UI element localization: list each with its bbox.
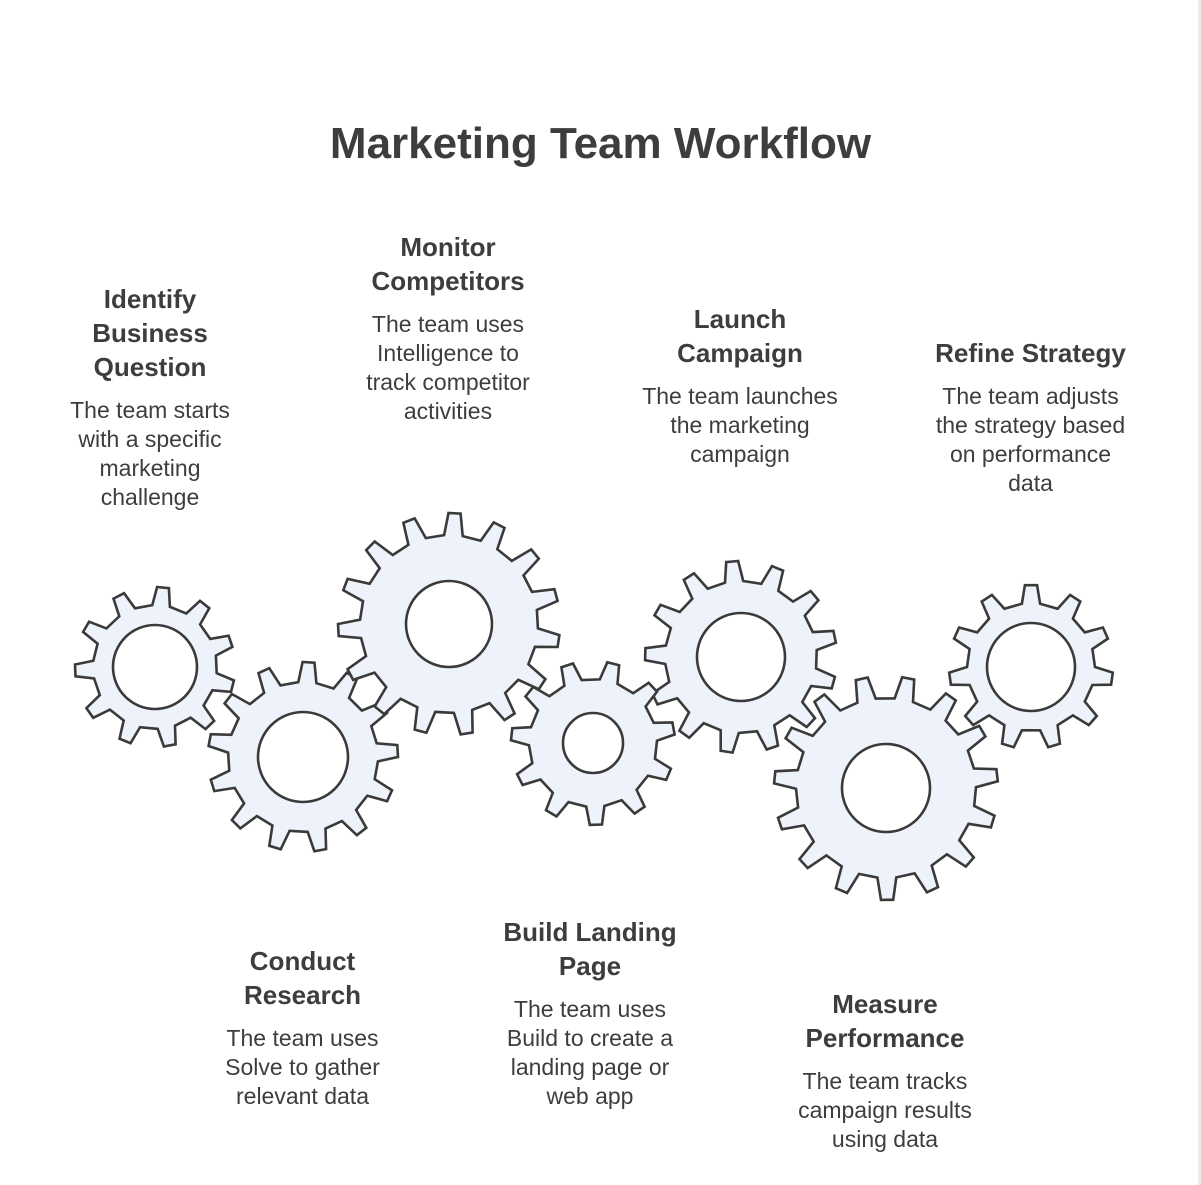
step-desc-line: relevant data — [236, 1083, 369, 1109]
step-description: The team uses Build to create a landing … — [470, 995, 710, 1111]
step-desc-line: campaign — [690, 441, 790, 467]
step-description: The team uses Intelligence to track comp… — [330, 310, 566, 426]
gear-hole — [695, 611, 787, 703]
step-build-landing-page: Build Landing Page The team uses Build t… — [470, 915, 710, 1111]
step-title-line: Business — [92, 318, 208, 348]
step-title-line: Launch — [693, 304, 787, 334]
step-title-line: Question — [93, 352, 207, 382]
page-edge — [1198, 0, 1201, 1185]
step-desc-line: track competitor — [366, 369, 530, 395]
step-title: Monitor Competitors — [330, 230, 566, 298]
step-desc-line: The team uses — [371, 311, 525, 337]
step-title: Launch Campaign — [620, 302, 860, 370]
step-desc-line: with a specific — [78, 426, 222, 452]
step-desc-line: landing page or — [510, 1054, 670, 1080]
step-title: Conduct Research — [190, 944, 415, 1012]
gear-hole — [111, 623, 199, 711]
gear-competitor-icon — [336, 511, 561, 736]
step-description: The team tracks campaign results using d… — [765, 1067, 1005, 1154]
gear-campaign-icon — [643, 559, 838, 755]
step-title-line: Measure — [832, 989, 938, 1019]
step-desc-line: web app — [546, 1083, 634, 1109]
gear-hole — [985, 621, 1077, 713]
step-description: The team uses Solve to gather relevant d… — [190, 1024, 415, 1111]
step-desc-line: campaign results — [798, 1097, 972, 1123]
step-title-line: Research — [243, 980, 362, 1010]
gear-research-icon — [207, 660, 400, 853]
step-description: The team adjusts the strategy based on p… — [908, 382, 1153, 498]
step-title-line: Build Landing — [503, 917, 677, 947]
step-desc-line: The team adjusts — [942, 383, 1119, 409]
step-title: Measure Performance — [765, 987, 1005, 1055]
diagram-title: Marketing Team Workflow — [329, 119, 872, 168]
gear-hole — [256, 710, 350, 804]
step-desc-line: the marketing — [670, 412, 810, 438]
step-measure-performance: Measure Performance The team tracks camp… — [765, 987, 1005, 1154]
step-description: The team launches the marketing campaign — [620, 382, 860, 469]
gear-refine-icon — [947, 583, 1115, 749]
step-desc-line: The team uses — [513, 996, 667, 1022]
step-desc-line: activities — [403, 398, 493, 424]
step-desc-line: The team starts — [70, 397, 230, 423]
step-title: Refine Strategy — [908, 336, 1153, 370]
step-conduct-research: Conduct Research The team uses Solve to … — [190, 944, 415, 1111]
gear-hole — [840, 742, 932, 834]
step-desc-line: Solve to gather — [225, 1054, 380, 1080]
step-desc-line: challenge — [100, 484, 200, 510]
gear-measure-icon — [772, 675, 1000, 902]
step-desc-line: The team uses — [226, 1025, 379, 1051]
step-title-line: Page — [558, 951, 622, 981]
step-monitor-competitors: Monitor Competitors The team uses Intell… — [330, 230, 566, 426]
step-title-line: Identify — [103, 284, 197, 314]
step-title-line: Monitor — [400, 232, 496, 262]
step-title-line: Performance — [805, 1023, 965, 1053]
step-title-line: Competitors — [371, 266, 525, 296]
step-refine-strategy: Refine Strategy The team adjusts the str… — [908, 336, 1153, 498]
step-title-line: Refine Strategy — [935, 338, 1126, 368]
step-desc-line: the strategy based — [935, 412, 1126, 438]
step-desc-line: marketing — [99, 455, 201, 481]
step-desc-line: The team tracks — [802, 1068, 968, 1094]
step-desc-line: Intelligence to — [377, 340, 519, 366]
step-title: Identify Business Question — [40, 282, 260, 384]
step-title-line: Conduct — [249, 946, 356, 976]
step-title: Build Landing Page — [470, 915, 710, 983]
step-launch-campaign: Launch Campaign The team launches the ma… — [620, 302, 860, 469]
step-title-line: Campaign — [677, 338, 803, 368]
gear-identify-icon — [73, 585, 236, 748]
step-desc-line: Build to create a — [506, 1025, 674, 1051]
step-desc-line: The team launches — [642, 383, 838, 409]
gear-hole — [561, 711, 625, 775]
step-identify-business-question: Identify Business Question The team star… — [40, 282, 260, 512]
gear-hole — [404, 579, 494, 669]
step-desc-line: using data — [831, 1126, 939, 1152]
gear-landing-icon — [509, 660, 677, 827]
step-desc-line: data — [1008, 470, 1053, 496]
step-desc-line: on performance — [949, 441, 1112, 467]
step-description: The team starts with a specific marketin… — [40, 396, 260, 512]
